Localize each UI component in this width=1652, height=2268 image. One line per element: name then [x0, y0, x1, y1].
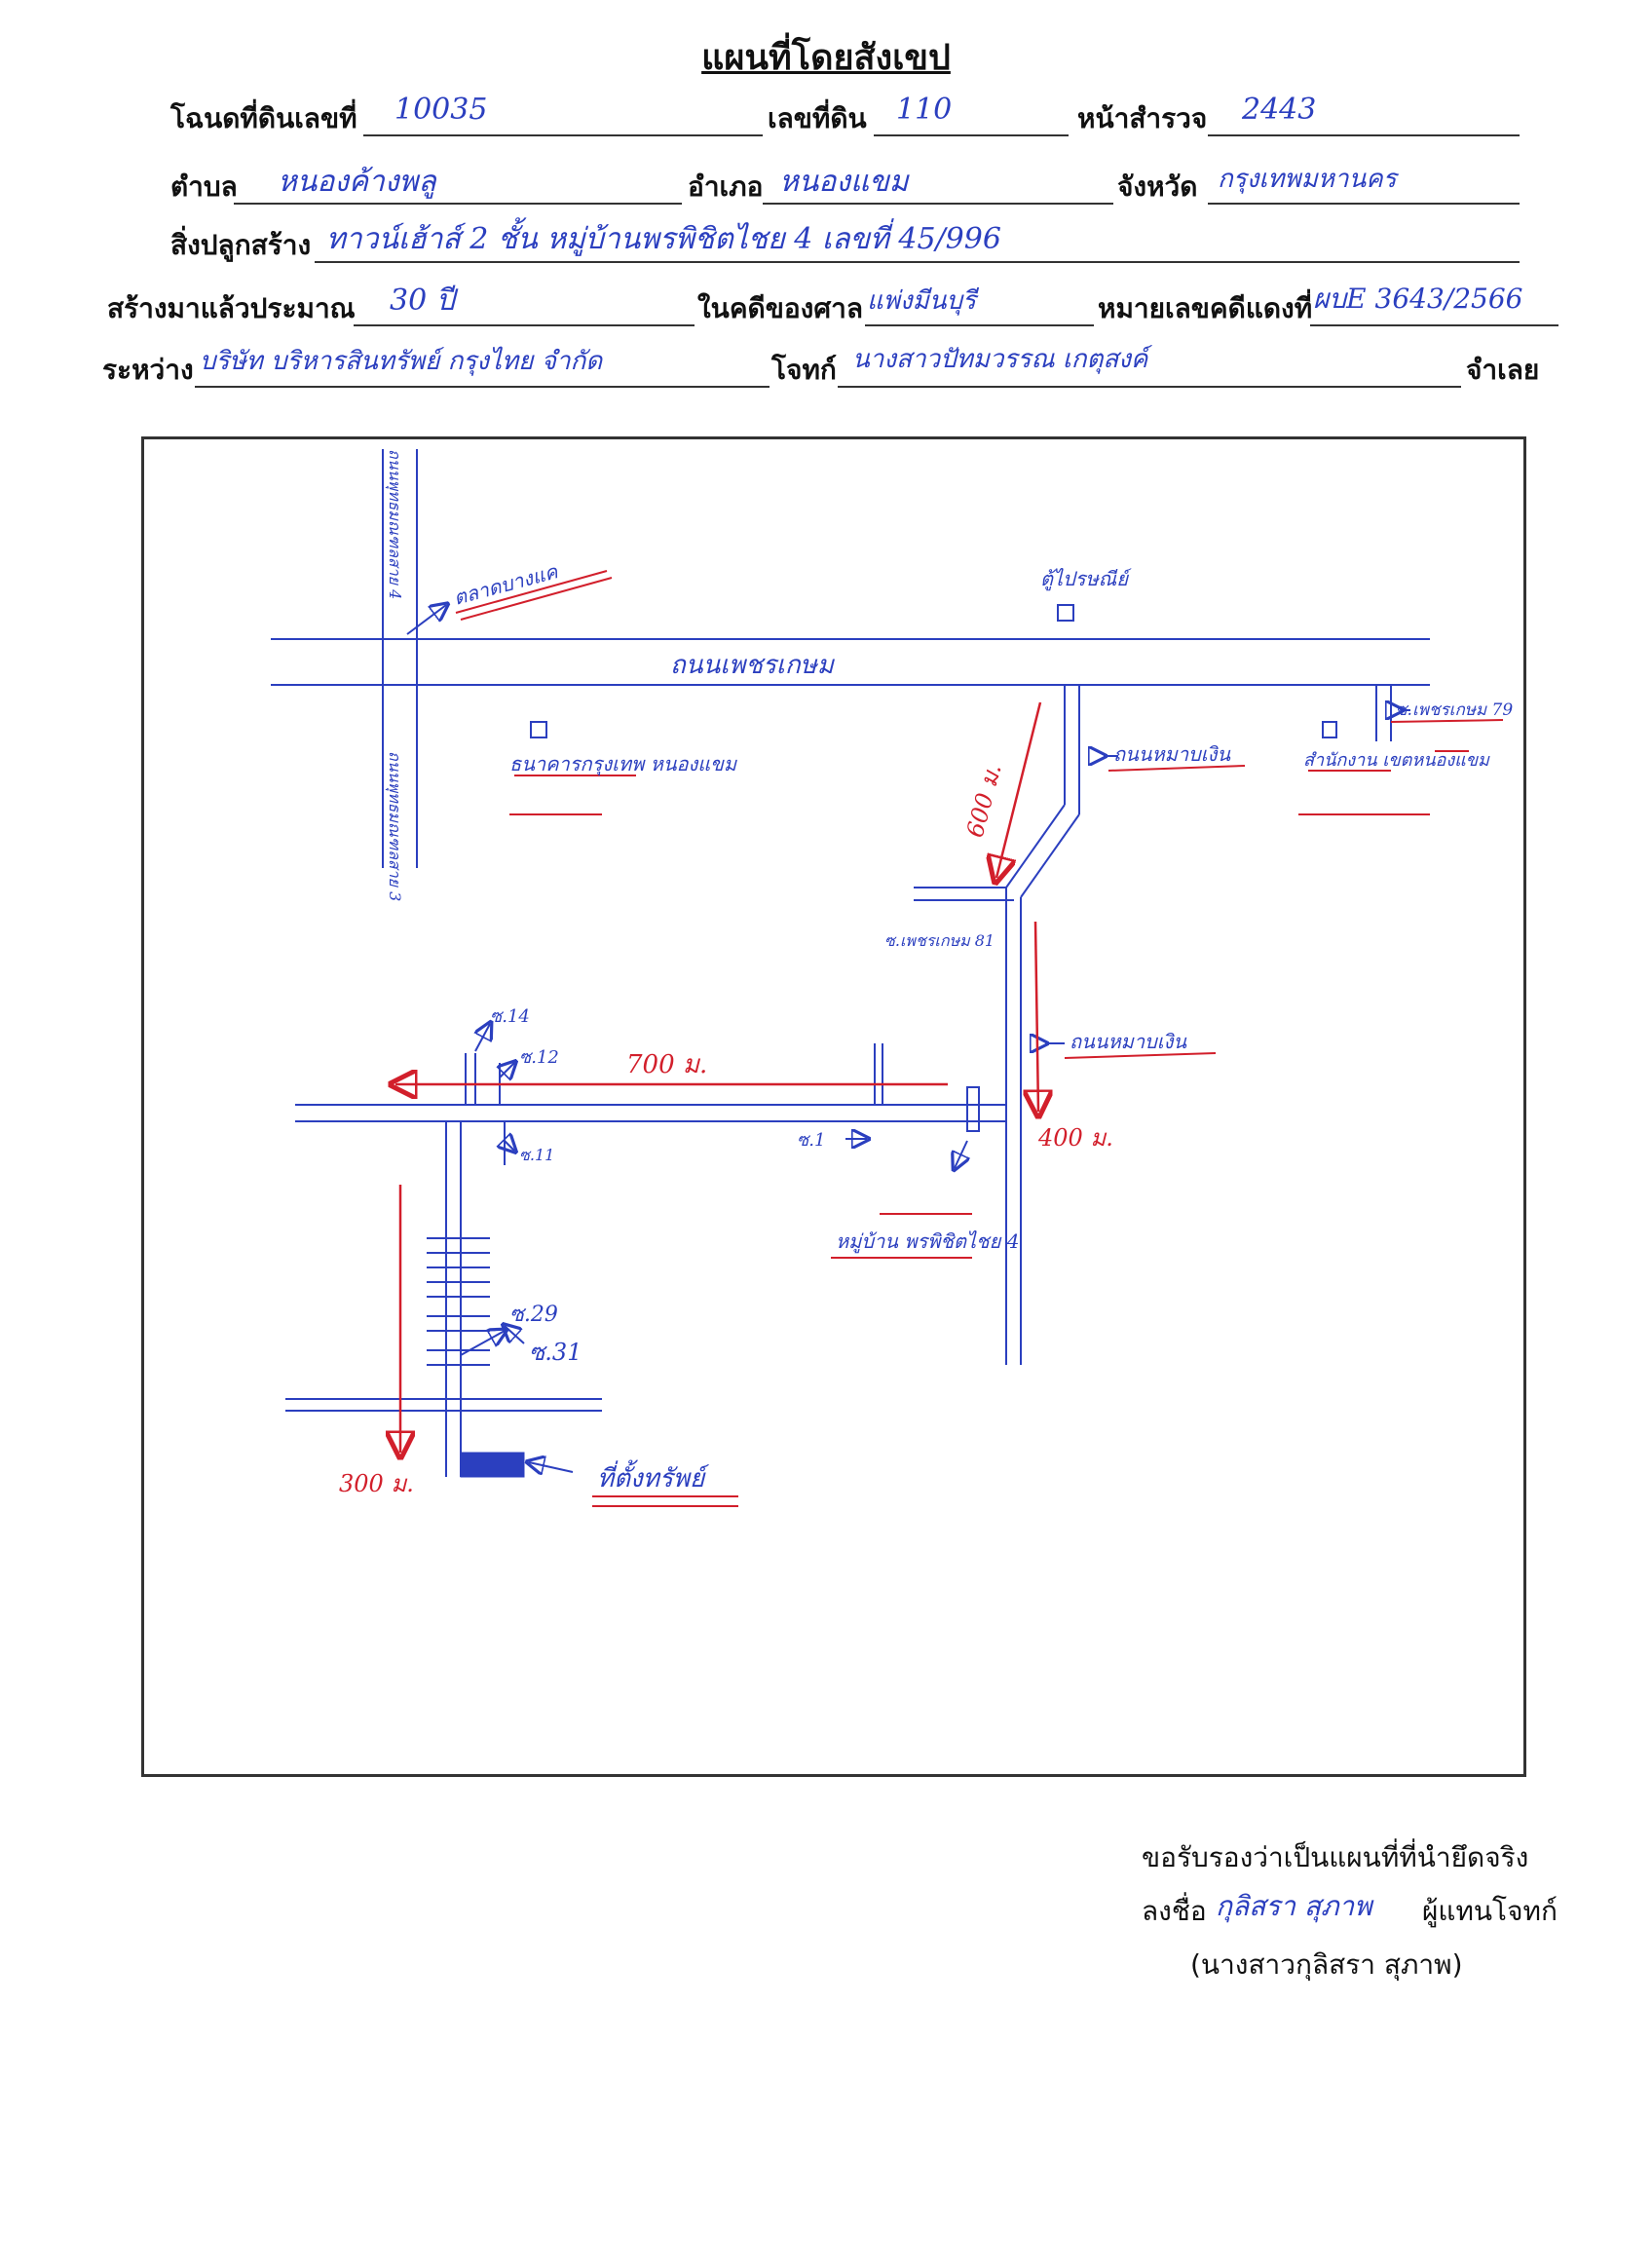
province-value: กรุงเทพมหานคร	[1218, 165, 1397, 194]
office-label: สำนักงาน เขตหนองแขม	[1303, 750, 1490, 771]
plaintiff-value: บริษัท บริหารสินทรัพย์ กรุงไทย จำกัด	[200, 347, 603, 376]
survey-page-label: หน้าสำรวจ	[1077, 102, 1208, 134]
case-line	[1310, 285, 1558, 326]
alley-label: ซ.เพชรเกษม 81	[884, 931, 995, 950]
market-label: ตลาดบางแค	[451, 559, 561, 610]
district-label: อำเภอ	[688, 170, 764, 203]
court-value: แพ่งมีนบุรี	[867, 286, 976, 316]
subdistrict-label: ตำบล	[170, 170, 238, 203]
building-value: ทาวน์เฮ้าส์ 2 ชั้น หมู่บ้านพรพิชิตไชย 4 …	[326, 222, 1001, 256]
deed-label: โฉนดที่ดินเลขที่	[170, 102, 357, 134]
certify-text: ขอรับรองว่าเป็นแผนที่ที่นำยึดจริง	[1142, 1841, 1529, 1873]
sign-label: ลงชื่อ	[1142, 1895, 1207, 1927]
dist-600-label: 600 ม.	[961, 761, 1007, 841]
between-label: ระหว่าง	[102, 354, 194, 386]
defendant-value: นางสาวปัทมวรรณ เกตุสงค์	[852, 345, 1148, 374]
property-label: ที่ตั้งทรัพย์	[597, 1459, 709, 1493]
subdistrict-line	[234, 164, 682, 205]
sign-role: ผู้แทนโจทก์	[1422, 1895, 1558, 1927]
dist-700-label: 700 ม.	[626, 1050, 707, 1079]
survey-page-value: 2443	[1242, 93, 1317, 127]
building-line	[315, 222, 1520, 263]
age-value: 30 ปี	[390, 284, 455, 318]
court-label: ในคดีของศาล	[697, 292, 864, 324]
district-value: หนองแขม	[779, 165, 909, 199]
road-left-top-label: ถนนพุทธมณฑลสาย 4	[385, 449, 404, 599]
court-line	[865, 285, 1094, 326]
age-line	[354, 285, 695, 326]
building-label: สิ่งปลูกสร้าง	[170, 229, 312, 261]
road-hmb-label: ถนนหมาบเงิน	[1113, 742, 1231, 766]
case-value: ผบE 3643/2566	[1313, 283, 1523, 315]
land-no-value: 110	[896, 93, 953, 127]
plaintiff-label: โจทก์	[771, 354, 837, 386]
deed-value: 10035	[394, 93, 488, 127]
plaintiff-line	[195, 347, 770, 388]
age-label: สร้างมาแล้วประมาณ	[107, 292, 356, 324]
survey-page-line	[1208, 95, 1520, 136]
s11-label: ซ.11	[519, 1146, 554, 1164]
land-no-label: เลขที่ดิน	[768, 102, 867, 134]
s1-label: ซ.1	[797, 1130, 825, 1151]
s31-label: ซ.31	[529, 1339, 582, 1366]
printed-name: (นางสาวกุลิสรา สุภาพ)	[1190, 1948, 1463, 1981]
s29-label: ซ.29	[509, 1303, 558, 1327]
s12-label: ซ.12	[519, 1047, 559, 1068]
dist-300-label: 300 ม.	[339, 1470, 414, 1497]
road-main-label: ถนนเพชรเกษม	[670, 651, 836, 680]
defendant-line	[838, 347, 1461, 388]
soi-label: ซ.เพชรเกษม 79	[1396, 700, 1513, 720]
dist-400-label: 400 ม.	[1037, 1124, 1113, 1152]
property-marker	[460, 1452, 525, 1478]
land-no-line	[874, 95, 1069, 136]
province-line	[1208, 164, 1520, 205]
province-label: จังหวัด	[1117, 170, 1198, 203]
subdistrict-value: หนองค้างพลู	[278, 165, 436, 199]
sketch-map: ถนนเพชรเกษม ถนนพุทธมณฑลสาย 4 ถนนพุทธมณฑล…	[271, 449, 1513, 1507]
deed-line	[363, 95, 763, 136]
district-line	[763, 164, 1113, 205]
post-label: ตู้ไปรษณีย์	[1040, 567, 1132, 591]
page-title: แผนที่โดยสังเขป	[701, 38, 951, 78]
case-label: หมายเลขคดีแดงที่	[1098, 292, 1313, 324]
village-label: หมู่บ้าน พรพิชิตไชย 4	[836, 1229, 1019, 1254]
bank-label: ธนาคารกรุงเทพ หนองแขม	[509, 752, 738, 776]
map-frame: ถนนเพชรเกษม ถนนพุทธมณฑลสาย 4 ถนนพุทธมณฑล…	[141, 436, 1526, 1777]
road-hmb2-label: ถนนหมาบเงิน	[1070, 1030, 1187, 1053]
road-left-bottom-label: ถนนพุทธมณฑลสาย 3	[385, 751, 404, 901]
s14-label: ซ.14	[490, 1006, 530, 1027]
defendant-label: จำเลย	[1466, 354, 1540, 386]
sign-name: กุลิสรา สุภาพ	[1216, 1890, 1372, 1922]
